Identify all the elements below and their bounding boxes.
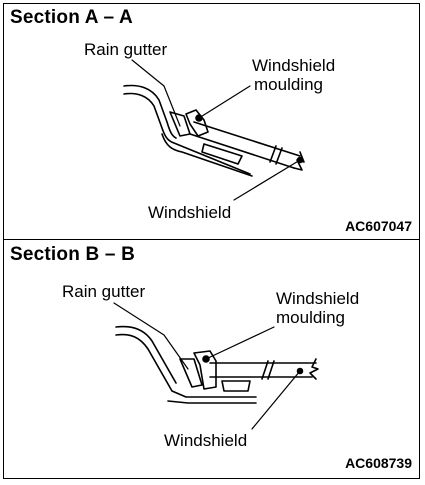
- section-b-roof-panel-line: [115, 325, 177, 384]
- section-a-glass-hatch-1: [269, 145, 277, 163]
- section-b-moulding-label-line1: Windshield: [276, 289, 360, 308]
- section-a-moulding-leader: [198, 85, 251, 119]
- section-b-glass-hatch-1: [261, 360, 269, 380]
- section-b-title: Section B – B: [10, 244, 136, 265]
- section-b-roof-outer-line: [115, 333, 257, 398]
- section-b-windshield-leader: [251, 370, 301, 430]
- section-a-gutter-lower-line: [161, 133, 253, 177]
- section-a-roof-outer-line: [123, 92, 251, 175]
- section-a-title: Section A – A: [10, 7, 133, 28]
- section-b-gutter-lower-line: [167, 400, 257, 404]
- section-a-windshield-leader: [233, 159, 301, 201]
- section-b-moulding-label-line2: moulding: [276, 308, 345, 327]
- section-b-moulding-leader: [205, 326, 275, 360]
- section-a-panel: Section A – A Rain gutter Windshield mou…: [4, 4, 419, 240]
- section-a-moulding-shape: [185, 109, 209, 137]
- section-b-glass-hatch-2: [267, 360, 275, 380]
- diagram-frame: [3, 3, 420, 479]
- section-a-glass-hatch-2: [275, 147, 283, 165]
- section-b-panel: Section B – B Rain gutter Windshield mou…: [4, 241, 419, 477]
- section-a-adhesive: [201, 143, 243, 165]
- section-b-windshield-label: Windshield: [164, 431, 248, 450]
- section-a-cross-section: [123, 59, 305, 201]
- section-a-roof-panel-line: [123, 84, 177, 139]
- section-b-adhesive: [221, 380, 251, 392]
- section-a-windshield-label: Windshield: [148, 203, 232, 222]
- section-b-moulding-shape: [193, 350, 217, 390]
- section-b-gutter-channel: [179, 358, 203, 388]
- section-a-glass-bottom: [189, 133, 295, 169]
- section-a-moulding-label-line1: Windshield: [252, 56, 336, 75]
- section-a-glass-top: [193, 121, 301, 157]
- section-b-break-mark: [309, 358, 319, 380]
- section-a-rain-gutter-label: Rain gutter: [84, 40, 168, 59]
- section-b-code: AC608739: [345, 455, 412, 471]
- section-a-moulding-label-line2: moulding: [254, 75, 323, 94]
- section-divider: [3, 239, 420, 240]
- section-a-rain-gutter-leader: [131, 59, 181, 127]
- section-a-code: AC607047: [345, 218, 412, 234]
- section-b-cross-section: [113, 302, 319, 430]
- section-b-rain-gutter-label: Rain gutter: [62, 282, 146, 301]
- section-b-rain-gutter-leader: [113, 302, 189, 370]
